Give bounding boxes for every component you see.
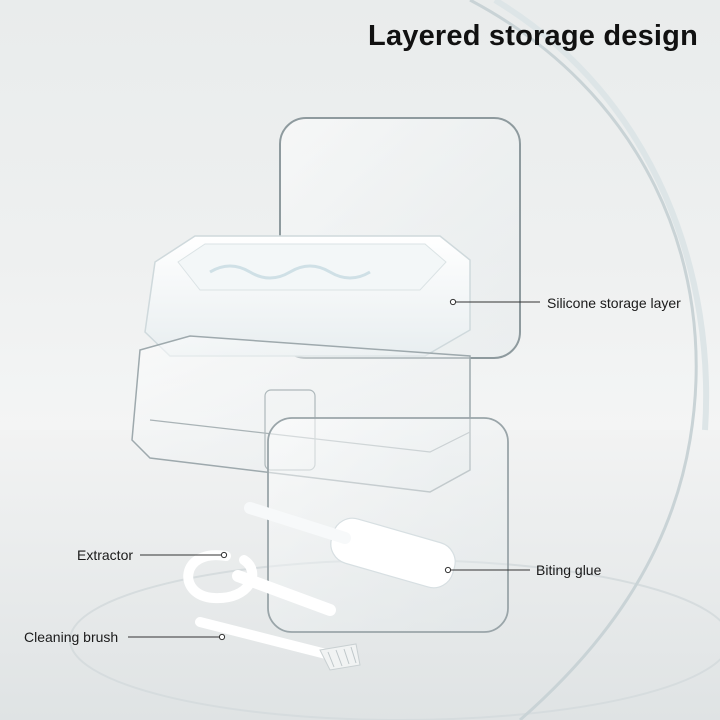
glass-arc-inner (493, 0, 710, 431)
leader-dot-biting-glue (444, 566, 452, 574)
tray-teeth-pattern (209, 264, 371, 280)
glass-arc-outer (469, 0, 698, 720)
extractor-handle (232, 570, 336, 616)
brush-bristles (319, 643, 361, 671)
callout-extractor: Extractor (77, 547, 134, 563)
leader-dot-cleaning-brush (218, 633, 226, 641)
brush-handle (195, 617, 335, 660)
biting-glue-handle (244, 502, 351, 544)
callout-biting-glue: Biting glue (536, 562, 602, 578)
callout-cleaning-brush: Cleaning brush (24, 629, 119, 645)
leader-dot-extractor (220, 551, 228, 559)
page-title: Layered storage design (368, 20, 698, 52)
callout-silicone-storage-layer: Silicone storage layer (547, 295, 681, 311)
leader-dot-silicone (449, 298, 457, 306)
brush-bristle-lines (327, 646, 357, 668)
